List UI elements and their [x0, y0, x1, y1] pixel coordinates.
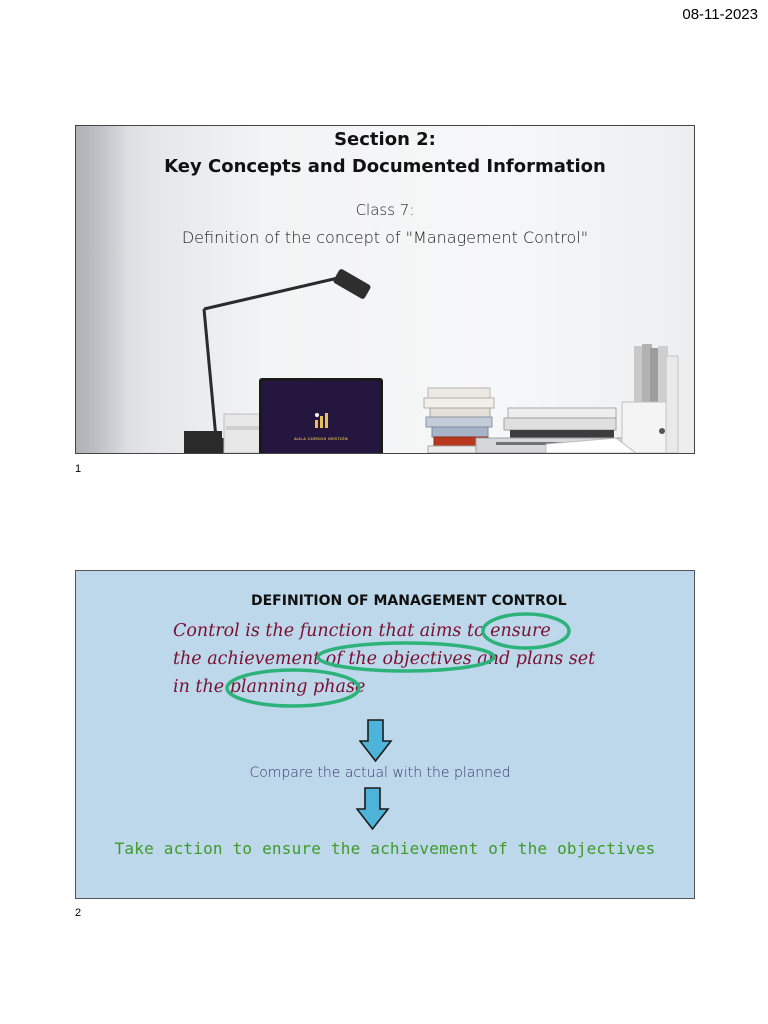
definition-line-1: Control is the function that aims to ens…: [173, 621, 551, 641]
bar-logo-icon: [315, 413, 328, 428]
slide-1-subtitle: Key Concepts and Documented Information: [164, 156, 606, 177]
page-number-2: 2: [75, 907, 82, 919]
step-compare: Compare the actual with the planned: [249, 765, 511, 781]
definition-line-2: the achievement of the objectives and pl…: [173, 649, 596, 669]
file-holder: [621, 344, 679, 453]
desk-illustration: [184, 269, 679, 453]
slide-1: AULA CURSOS GESTIÓN Section 2: Key Conce…: [75, 125, 695, 454]
slide-1-class-title: Definition of the concept of "Management…: [181, 228, 589, 247]
page-number-1: 1: [75, 463, 82, 475]
down-arrow-icon: [356, 787, 390, 831]
laptop-icon: AULA CURSOS GESTIÓN: [259, 378, 383, 453]
step-take-action: Take action to ensure the achievement of…: [114, 839, 656, 858]
slide-2: DEFINITION OF MANAGEMENT CONTROL Control…: [75, 570, 695, 899]
definition-line-3: in the planning phase: [173, 677, 366, 697]
wall-shadow: [76, 126, 126, 453]
slide-2-heading: DEFINITION OF MANAGEMENT CONTROL: [251, 593, 567, 609]
laptop-logo-text: AULA CURSOS GESTIÓN: [294, 436, 348, 441]
page-date: 08-11-2023: [682, 6, 758, 23]
down-arrow-icon: [359, 719, 393, 763]
slide-1-section-title: Section 2:: [334, 129, 436, 150]
slide-1-class-label: Class 7:: [355, 201, 415, 219]
